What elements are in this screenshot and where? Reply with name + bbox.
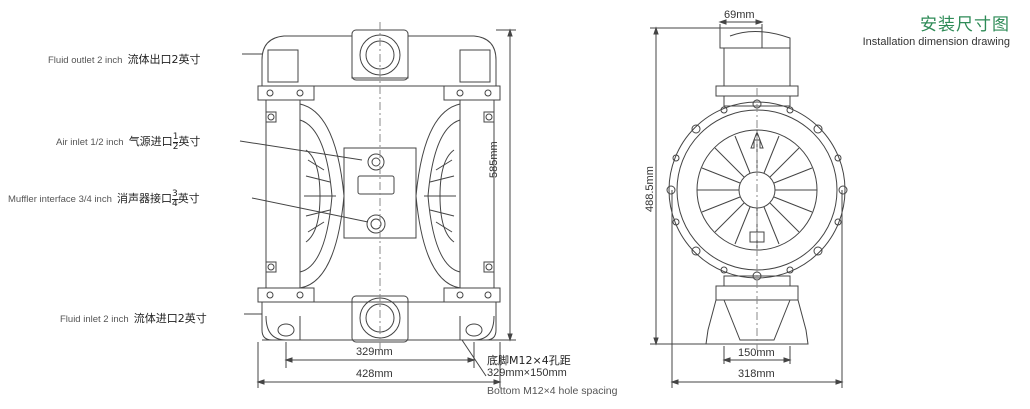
fraction-numerator: 1: [172, 131, 179, 143]
dim-side-top: 69mm: [724, 9, 755, 21]
label-fluid-outlet-zh: 流体出口2英寸: [127, 53, 201, 66]
label-air-inlet-suffix: 英寸: [178, 135, 201, 148]
label-fluid-outlet: Fluid outlet 2 inch 流体出口2英寸: [48, 48, 201, 67]
dim-front-height: 585mm: [488, 141, 500, 178]
drawing-title-zh: 安装尺寸图: [920, 15, 1010, 35]
dim-front-inner-width: 329mm: [356, 346, 393, 358]
label-air-inlet-prefix: 气源进口: [128, 135, 173, 148]
label-muffler-en: Muffler interface 3/4 inch: [8, 194, 112, 205]
base-note-en: Bottom M12×4 hole spacing: [487, 385, 618, 397]
label-muffler-suffix: 英寸: [177, 192, 200, 205]
label-fluid-inlet: Fluid inlet 2 inch 流体进口2英寸: [60, 307, 207, 326]
label-fluid-outlet-en: Fluid outlet 2 inch: [48, 55, 123, 66]
drawing-title-en: Installation dimension drawing: [862, 36, 1010, 48]
side-view: [650, 19, 848, 388]
dim-side-height: 488.5mm: [644, 166, 656, 212]
fraction-denominator: 4: [171, 198, 178, 209]
front-view: [239, 22, 516, 388]
base-note-zh: 底脚M12×4孔距: [487, 354, 571, 367]
label-fluid-inlet-en: Fluid inlet 2 inch: [60, 314, 129, 325]
fraction-numerator: 3: [171, 188, 178, 200]
dim-side-base-inner: 150mm: [738, 347, 775, 359]
dim-side-base-outer: 318mm: [738, 368, 775, 380]
label-fluid-inlet-zh: 流体进口2英寸: [133, 312, 207, 325]
fraction-denominator: 2: [172, 141, 179, 152]
label-muffler-prefix: 消声器接口: [116, 192, 172, 205]
label-air-inlet-en: Air inlet 1/2 inch: [56, 137, 124, 148]
dim-front-outer-width: 428mm: [356, 368, 393, 380]
base-note-spacing: 329mm×150mm: [487, 367, 567, 379]
